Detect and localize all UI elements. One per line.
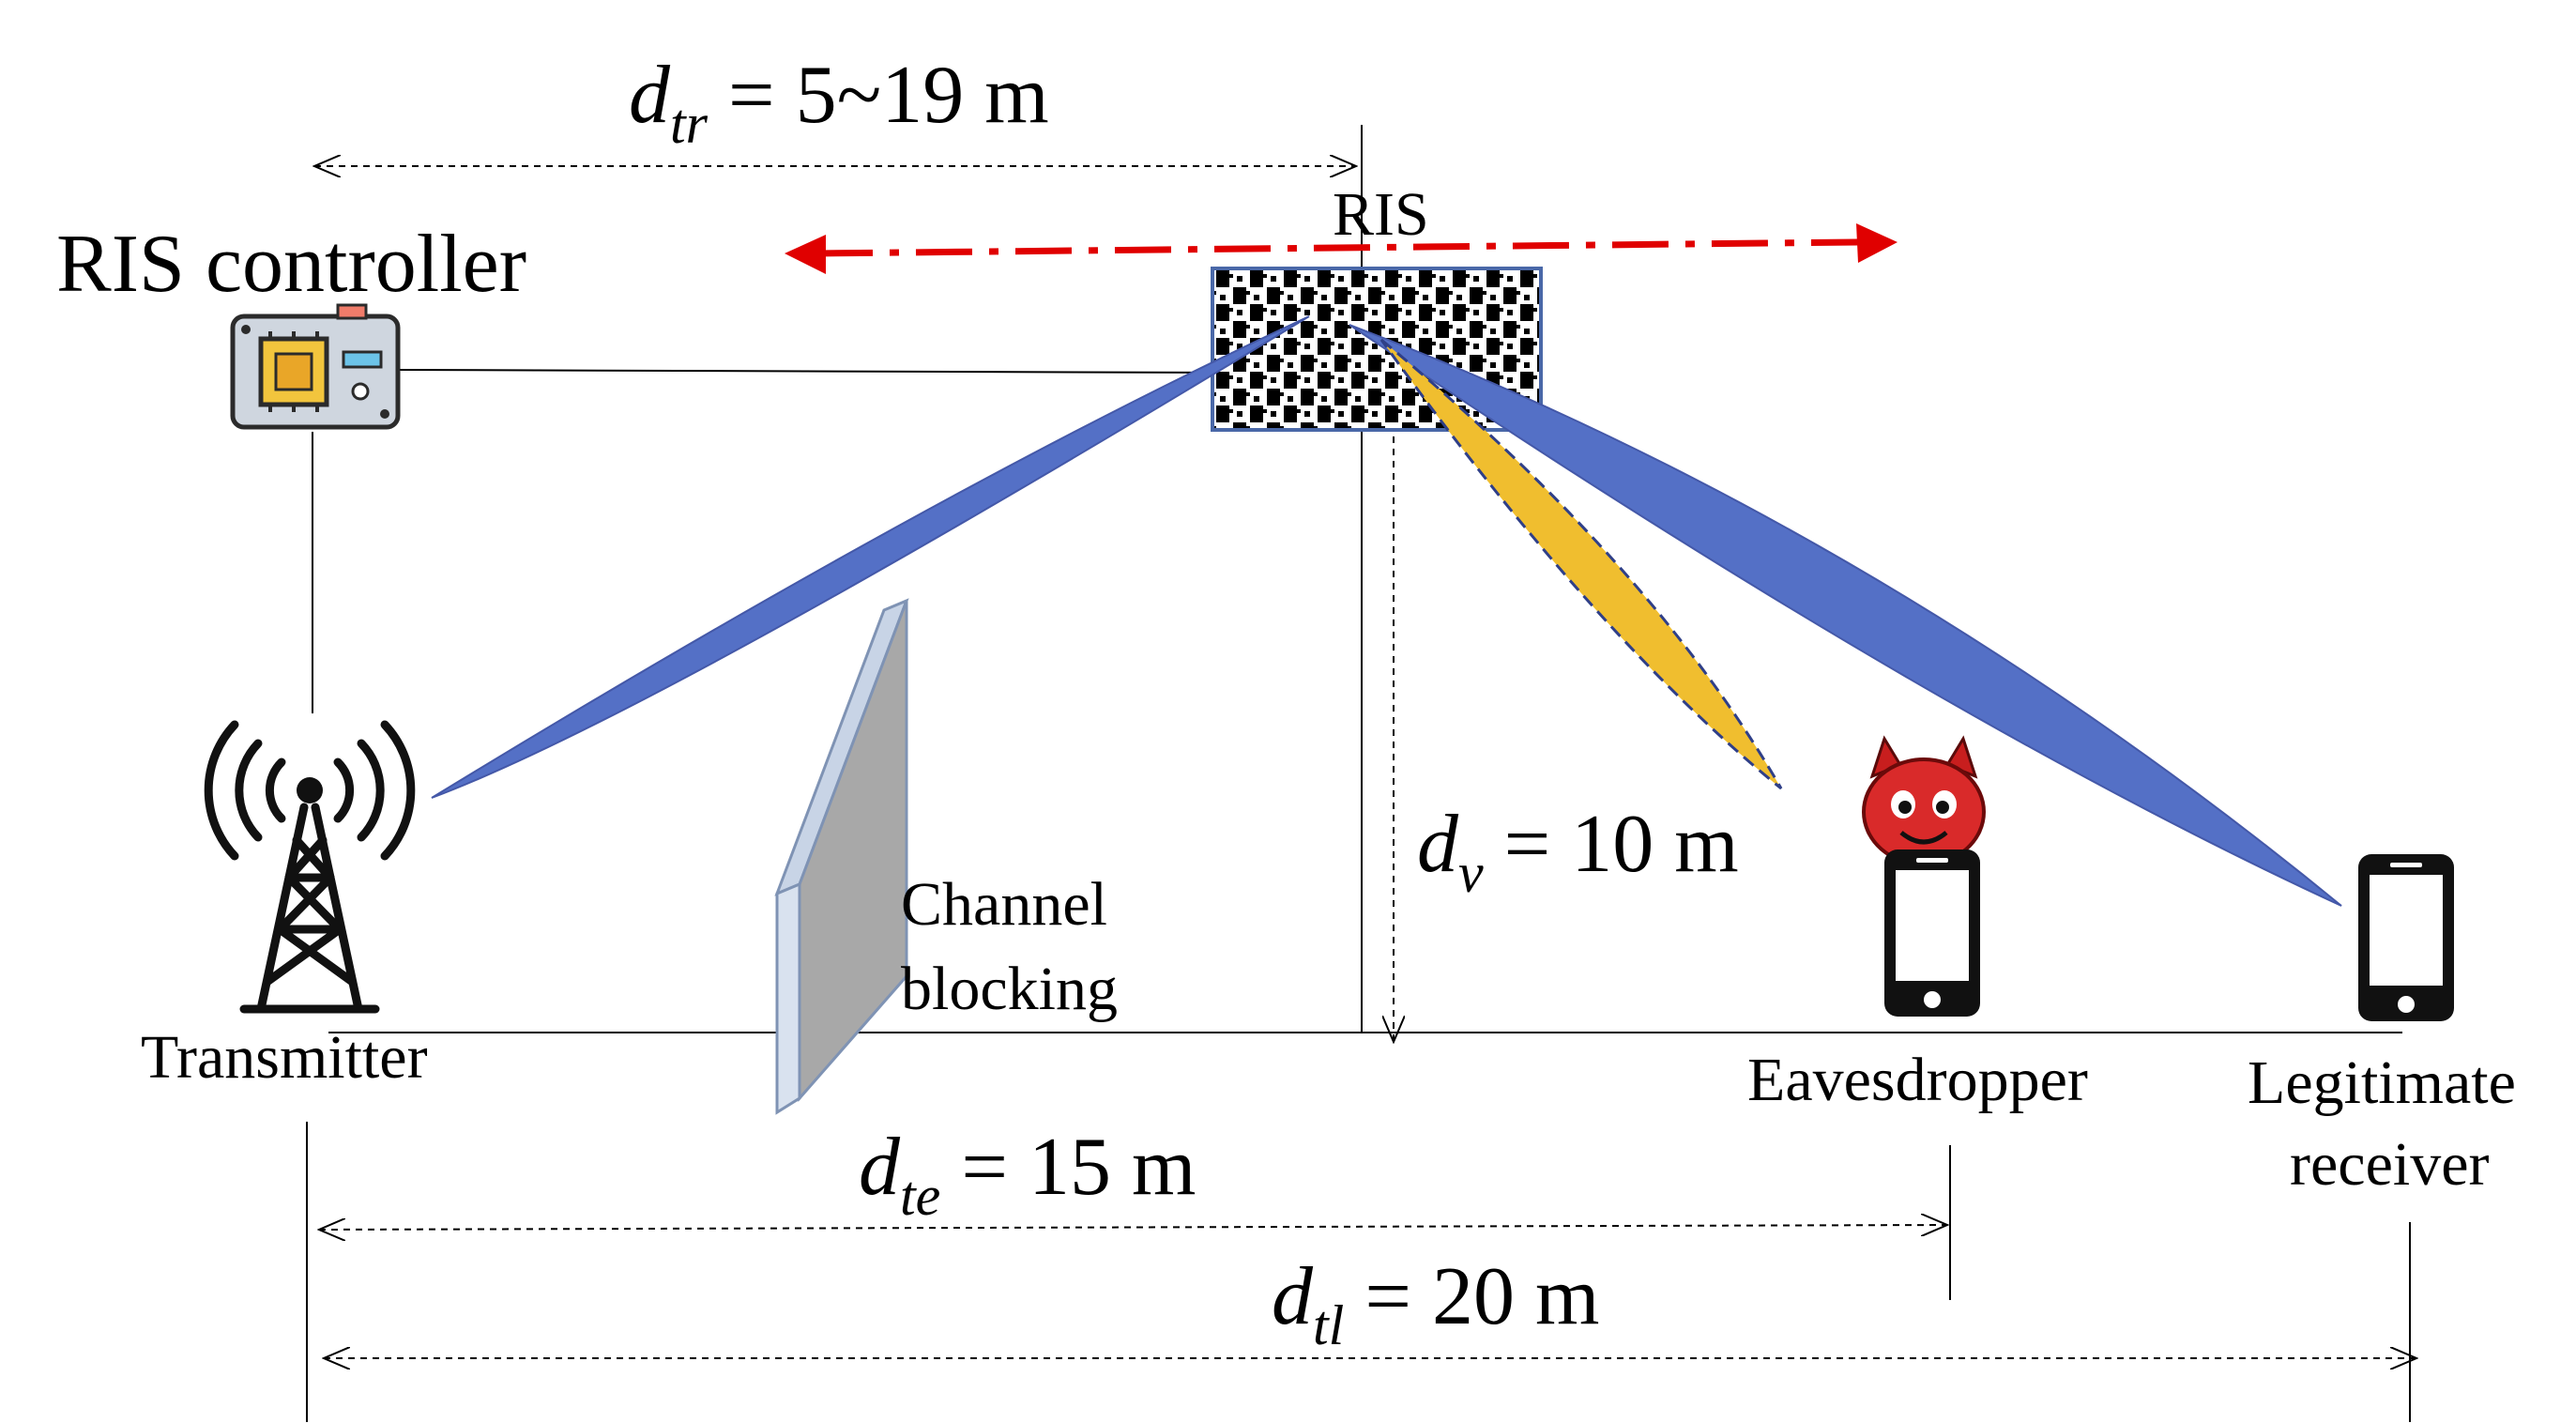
channel-blocking-label-line2: blocking <box>901 955 1118 1023</box>
ris-label: RIS <box>1333 180 1429 249</box>
transmitter-label: Transmitter <box>141 1023 428 1092</box>
d-tr-label: dtr = 5~19 m <box>629 50 1049 155</box>
d-v-label: dv = 10 m <box>1417 799 1739 904</box>
distance-d-tr: dtr = 5~19 m <box>314 50 1356 166</box>
blocking-wall <box>774 598 909 1115</box>
beam-to-transmitter <box>431 315 1310 799</box>
eavesdropper-label: Eavesdropper <box>1747 1046 2088 1114</box>
legitimate-receiver-label-line1: Legitimate <box>2248 1048 2516 1117</box>
distance-d-v: dv = 10 m <box>1394 436 1739 1042</box>
channel-blocking-label-line1: Channel <box>901 870 1107 939</box>
legitimate-receiver-label-line2: receiver <box>2290 1130 2489 1199</box>
ris-controller-label: RIS controller <box>56 219 526 310</box>
controller-ris-link <box>398 369 1221 374</box>
d-te-label: dte = 15 m <box>859 1122 1196 1227</box>
smartphone-icon <box>1884 849 1980 1017</box>
ris-surface <box>1211 267 1543 432</box>
ris-movement-arrow <box>785 223 1898 274</box>
circuit-board-icon <box>230 303 401 430</box>
beam-to-legitimate-receiver <box>1349 324 2342 907</box>
antenna-tower-icon <box>204 720 416 1014</box>
distance-d-tl: dtl = 20 m <box>324 1251 2416 1358</box>
devil-face-icon <box>1862 735 1986 866</box>
d-tl-label: dtl = 20 m <box>1272 1251 1599 1356</box>
distance-d-te: dte = 15 m <box>319 1122 1947 1230</box>
beam-to-eavesdropper <box>1379 338 1783 790</box>
smartphone-icon <box>2358 854 2454 1021</box>
